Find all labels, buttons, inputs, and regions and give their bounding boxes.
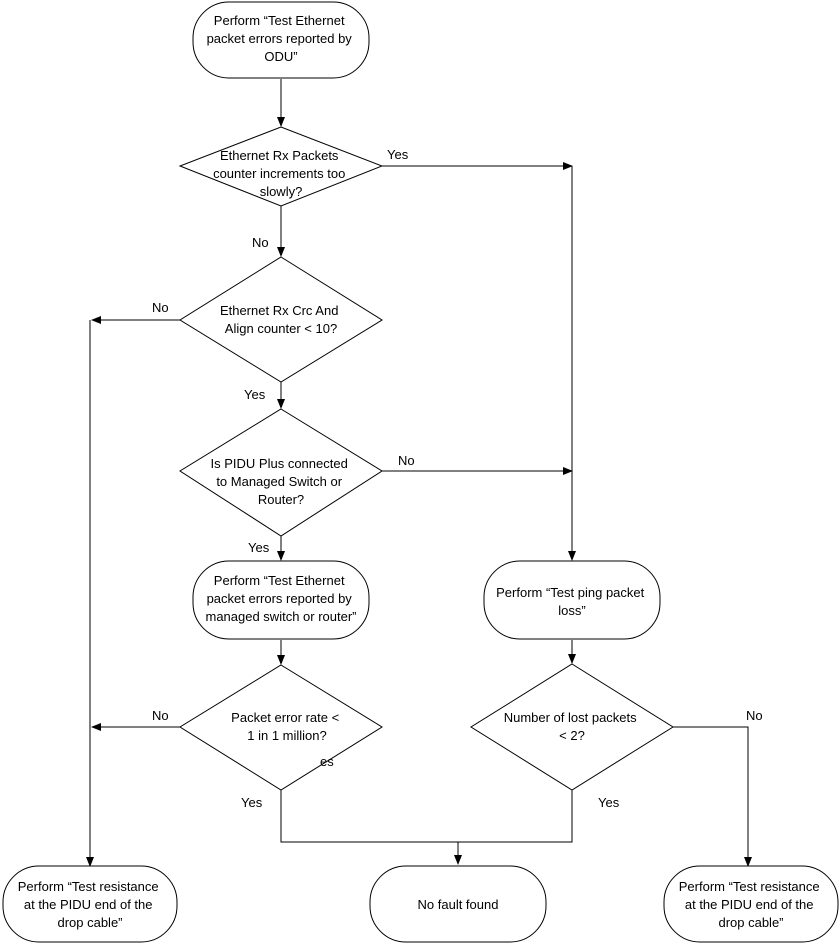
label-d2-yes: Yes	[244, 387, 266, 402]
end-left-text: Perform “Test resistance at the PIDU end…	[18, 879, 163, 930]
end-mid-text: No fault found	[418, 897, 499, 912]
decision-lost-packets[interactable]	[470, 663, 674, 791]
decision-error-rate[interactable]	[179, 664, 383, 791]
edge-labels: Yes No No Yes No Yes No es Yes No Yes	[152, 147, 763, 810]
d1-text: Ethernet Rx Packets counter increments t…	[213, 148, 349, 199]
end-right-terminator[interactable]	[663, 865, 839, 943]
d3-text: Is PIDU Plus connected to Managed Switch…	[211, 456, 352, 507]
label-d3-no: No	[398, 453, 415, 468]
d2-text: Ethernet Rx Crc And Align counter < 10?	[220, 303, 342, 336]
start-terminator[interactable]	[192, 1, 370, 79]
edge-d5-no	[673, 726, 752, 867]
d4-text: Packet error rate < 1 in 1 million?	[231, 710, 343, 743]
label-d5-yes: Yes	[598, 795, 620, 810]
edge-d5-yes	[458, 790, 573, 843]
process-test-ping[interactable]	[483, 560, 661, 640]
end-right-text: Perform “Test resistance at the PIDU end…	[679, 879, 824, 930]
label-d4-yes: Yes	[241, 795, 263, 810]
label-d5-no: No	[746, 708, 763, 723]
edge-d4-yes	[280, 790, 458, 843]
end-mid-terminator[interactable]	[369, 865, 547, 943]
decision-rx-packets[interactable]	[178, 126, 384, 207]
decision-pidu-connected[interactable]	[179, 408, 383, 537]
process-test-switch[interactable]	[192, 560, 370, 640]
d5-text: Number of lost packets < 2?	[504, 710, 641, 743]
end-left-terminator[interactable]	[2, 865, 178, 943]
decision-crc-align[interactable]	[179, 256, 383, 383]
node-texts: Perform “Test Ethernet packet errors rep…	[18, 13, 824, 930]
switch-text: Perform “Test Ethernet packet errors rep…	[205, 573, 356, 624]
label-d2-no: No	[152, 300, 169, 315]
label-d3-yes: Yes	[248, 540, 270, 555]
label-d4-no: No	[152, 708, 169, 723]
label-stray: es	[320, 754, 334, 769]
connectors	[86, 79, 752, 867]
start-text: Perform “Test Ethernet packet errors rep…	[207, 13, 356, 64]
label-d1-yes: Yes	[387, 147, 409, 162]
ping-text: Perform “Test ping packet loss”	[496, 585, 648, 618]
label-d1-no: No	[252, 235, 269, 250]
